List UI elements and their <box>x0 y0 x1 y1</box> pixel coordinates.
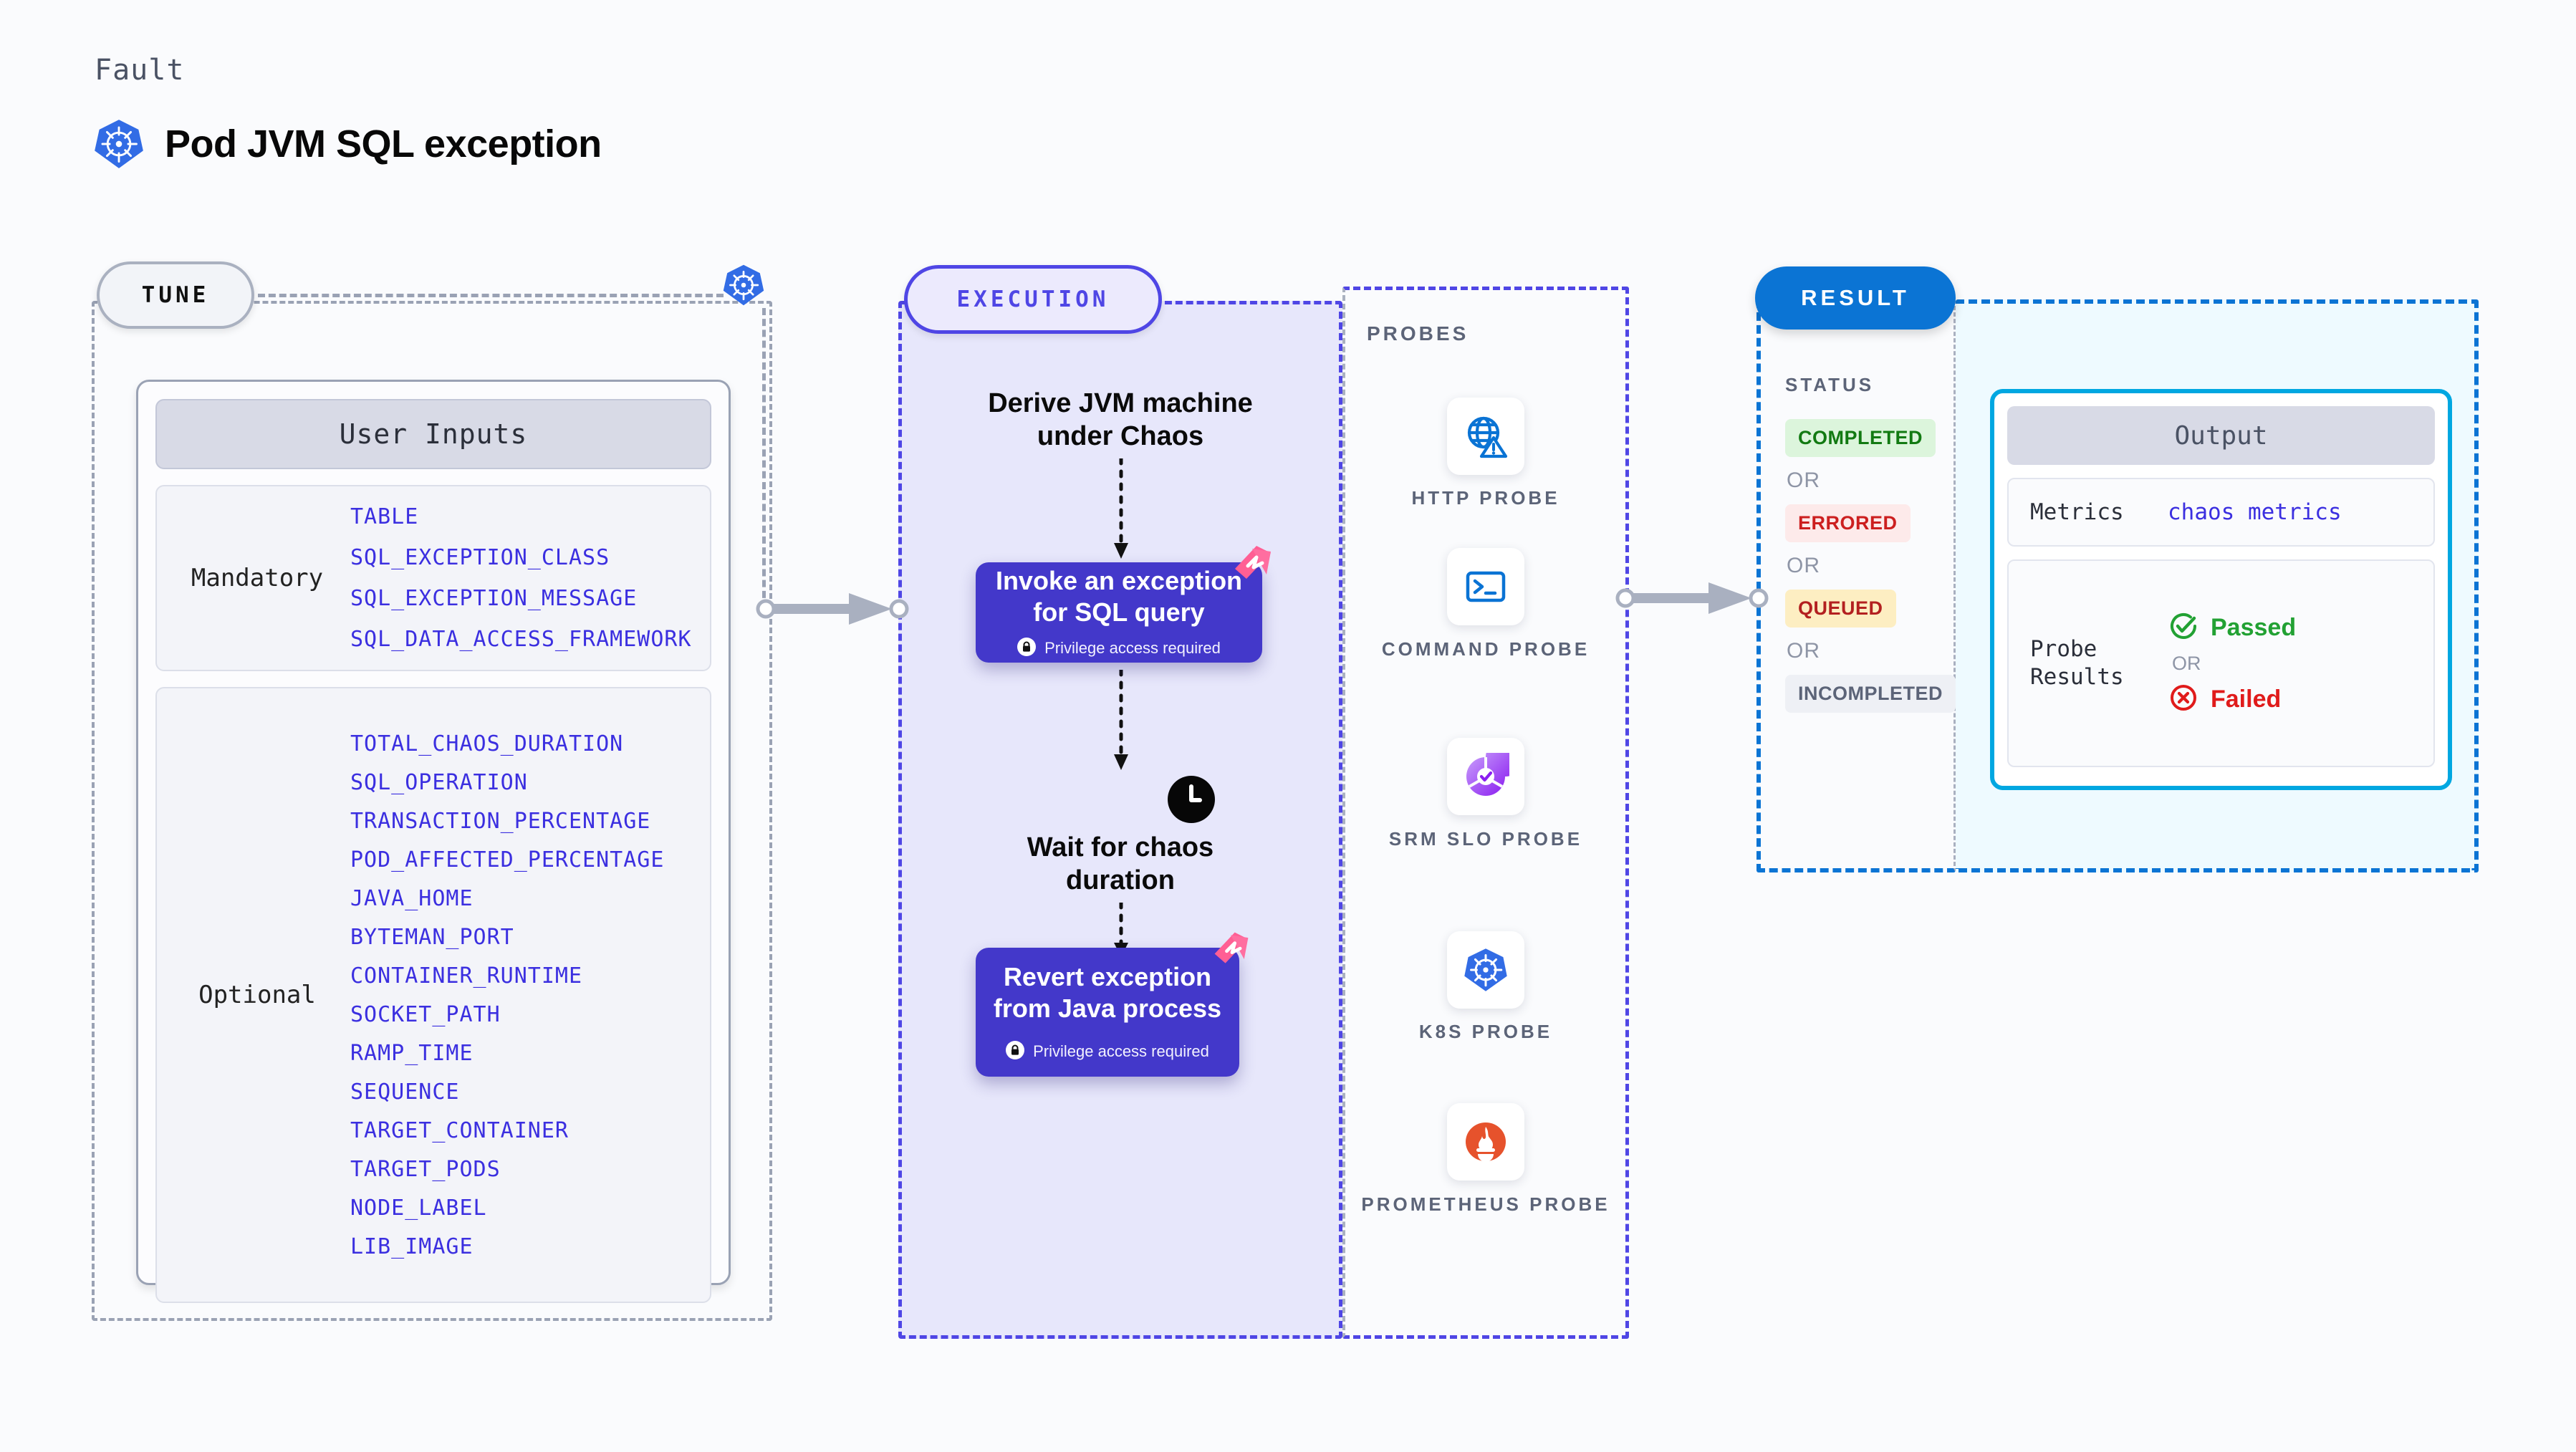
mandatory-param-group: Mandatory TABLE SQL_EXCEPTION_CLASS SQL_… <box>155 485 711 671</box>
lock-icon <box>1017 637 1037 660</box>
param-item[interactable]: TOTAL_CHAOS_DURATION <box>350 731 624 756</box>
privilege-row: Privilege access required <box>1017 637 1221 660</box>
execution-step-derive: Derive JVM machine under Chaos <box>988 388 1253 452</box>
status-badge: COMPLETED <box>1785 419 1936 457</box>
probe-item-k8s[interactable]: K8S PROBE <box>1342 931 1629 1044</box>
optional-param-group: Optional TOTAL_CHAOS_DURATION SQL_OPERAT… <box>155 687 711 1303</box>
param-item[interactable]: NODE_LABEL <box>350 1195 487 1221</box>
probes-section-label: PROBES <box>1367 322 1469 345</box>
failed-label: Failed <box>2211 685 2282 713</box>
terminal-icon <box>1447 548 1524 625</box>
connector-tune-to-execution <box>756 587 913 634</box>
tune-pill[interactable]: TUNE <box>97 261 254 329</box>
metrics-row: Metrics chaos metrics <box>2007 478 2435 547</box>
probe-item-http[interactable]: HTTP PROBE <box>1342 398 1629 511</box>
tune-panel <box>92 301 772 1321</box>
privilege-row: Privilege access required <box>1006 1040 1209 1063</box>
probe-result-failed: Failed <box>2168 682 2296 717</box>
mandatory-param-list: TABLE SQL_EXCEPTION_CLASS SQL_EXCEPTION_… <box>350 504 692 652</box>
or-label: OR <box>1787 554 1820 577</box>
group-label-optional: Optional <box>198 981 316 1009</box>
status-badge: INCOMPLETED <box>1785 675 1956 713</box>
invoke-card-title: Invoke an exception for SQL query <box>995 566 1243 627</box>
prometheus-flame-icon <box>1447 1103 1524 1181</box>
arrow-derive-to-invoke <box>1107 456 1135 562</box>
probe-result-passed: Passed <box>2168 610 2296 645</box>
optional-param-list: TOTAL_CHAOS_DURATION SQL_OPERATION TRANS… <box>350 731 664 1259</box>
privilege-text: Privilege access required <box>1044 639 1221 658</box>
probe-item-prometheus[interactable]: PROMETHEUS PROBE <box>1342 1103 1629 1217</box>
kubernetes-icon <box>1447 931 1524 1009</box>
metrics-value[interactable]: chaos metrics <box>2168 499 2342 525</box>
param-item[interactable]: TABLE <box>350 504 419 529</box>
harness-logo-icon <box>1211 928 1252 973</box>
status-badge: QUEUED <box>1785 590 1896 628</box>
lock-icon <box>1006 1040 1025 1063</box>
metrics-label: Metrics <box>2030 499 2124 525</box>
probe-results-label: Probe Results <box>2030 636 2124 690</box>
user-inputs-title: User Inputs <box>155 399 711 469</box>
probe-label: PROMETHEUS PROBE <box>1361 1193 1610 1215</box>
probe-label: K8S PROBE <box>1418 1021 1553 1042</box>
harness-logo-icon <box>1231 542 1275 590</box>
status-badge: ERRORED <box>1785 504 1911 542</box>
param-item[interactable]: SOCKET_PATH <box>350 1001 501 1027</box>
execution-card-revert[interactable]: Revert exception from Java process Privi… <box>976 948 1239 1077</box>
passed-label: Passed <box>2211 613 2297 641</box>
clock-icon <box>1168 776 1215 827</box>
connector-probes-to-result <box>1615 577 1773 623</box>
or-label: OR <box>1787 639 1820 663</box>
tune-dashed-connector <box>258 294 724 297</box>
param-item[interactable]: SQL_EXCEPTION_MESSAGE <box>350 586 638 611</box>
param-item[interactable]: TARGET_CONTAINER <box>350 1117 569 1143</box>
execution-card-invoke[interactable]: Invoke an exception for SQL query Privil… <box>976 562 1262 663</box>
or-label: OR <box>1787 468 1820 492</box>
param-item[interactable]: SQL_DATA_ACCESS_FRAMEWORK <box>350 627 692 652</box>
param-item[interactable]: SEQUENCE <box>350 1079 460 1105</box>
output-title: Output <box>2007 406 2435 465</box>
execution-step-wait: Wait for chaos duration <box>1027 832 1214 896</box>
probe-item-command[interactable]: COMMAND PROBE <box>1342 548 1629 662</box>
probe-label: COMMAND PROBE <box>1381 638 1590 660</box>
fault-label: Fault <box>95 54 185 87</box>
param-item[interactable]: BYTEMAN_PORT <box>350 924 514 950</box>
arrow-invoke-to-wait <box>1107 668 1135 774</box>
slo-gauge-check-icon <box>1447 738 1524 815</box>
execution-panel <box>898 301 1342 1339</box>
probe-item-srm-slo[interactable]: SRM SLO PROBE <box>1342 738 1629 852</box>
or-label: OR <box>2172 652 2201 674</box>
execution-pill[interactable]: EXECUTION <box>904 265 1162 334</box>
result-status-panel <box>1756 299 1956 872</box>
param-item[interactable]: RAMP_TIME <box>350 1040 474 1066</box>
revert-card-title: Revert exception from Java process <box>993 962 1222 1023</box>
probe-label: SRM SLO PROBE <box>1388 828 1583 850</box>
globe-warning-icon <box>1447 398 1524 475</box>
param-item[interactable]: TRANSACTION_PERCENTAGE <box>350 808 651 834</box>
group-label-mandatory: Mandatory <box>191 564 324 592</box>
param-item[interactable]: JAVA_HOME <box>350 885 474 911</box>
output-card: Output Metrics chaos metrics Probe Resul… <box>1990 389 2452 790</box>
param-item[interactable]: LIB_IMAGE <box>350 1234 474 1259</box>
check-circle-icon <box>2168 610 2199 645</box>
page-title-row: Pod JVM SQL exception <box>93 118 602 170</box>
x-circle-icon <box>2168 682 2199 717</box>
probe-label: HTTP PROBE <box>1411 487 1560 509</box>
probe-results-row: Probe Results Passed OR <box>2007 559 2435 767</box>
result-pill[interactable]: RESULT <box>1755 266 1956 330</box>
param-item[interactable]: POD_AFFECTED_PERCENTAGE <box>350 847 665 872</box>
status-label: STATUS <box>1785 374 1875 395</box>
status-badge-list: COMPLETED OR ERRORED OR QUEUED OR INCOMP… <box>1785 419 1956 713</box>
user-inputs-card: User Inputs Mandatory TABLE SQL_EXCEPTIO… <box>136 380 731 1303</box>
privilege-text: Privilege access required <box>1033 1042 1209 1061</box>
kubernetes-icon <box>722 264 765 310</box>
param-item[interactable]: SQL_EXCEPTION_CLASS <box>350 545 610 570</box>
param-item[interactable]: SQL_OPERATION <box>350 769 528 795</box>
kubernetes-icon <box>93 118 145 170</box>
param-item[interactable]: TARGET_PODS <box>350 1156 501 1182</box>
page-title: Pod JVM SQL exception <box>165 122 602 165</box>
param-item[interactable]: CONTAINER_RUNTIME <box>350 963 583 989</box>
probe-results-values: Passed OR Failed <box>2168 610 2296 717</box>
tune-vertical-connector <box>762 308 766 609</box>
